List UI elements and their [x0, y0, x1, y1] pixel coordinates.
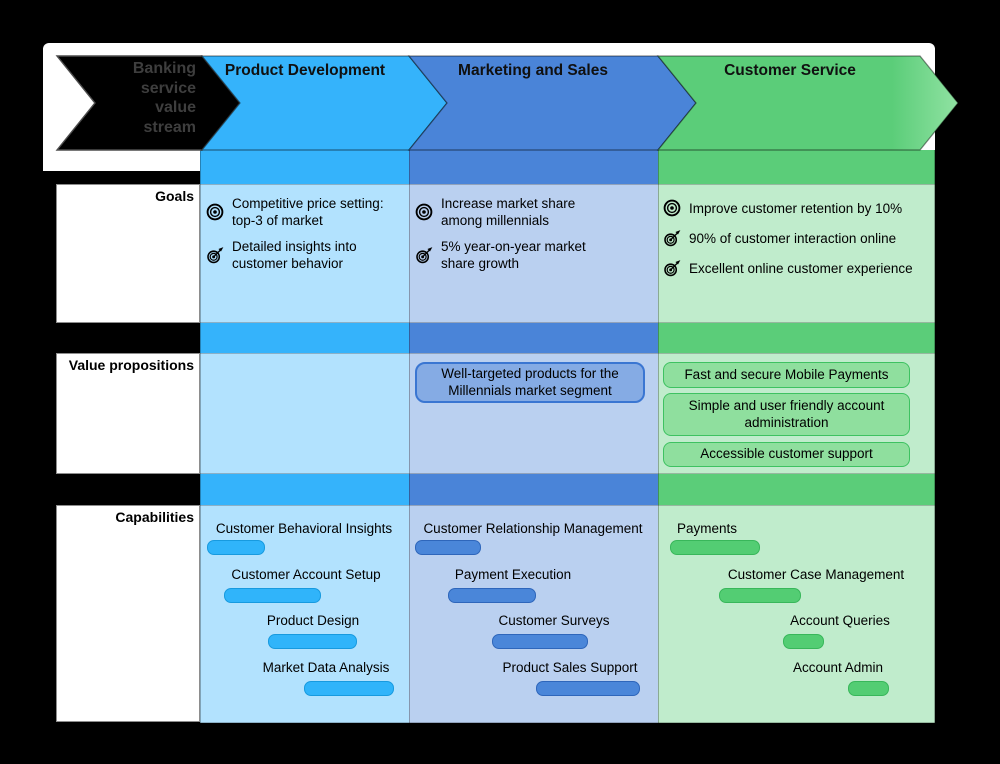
dart-target-icon: [207, 247, 224, 264]
goal-text: Competitive price setting: top-3 of mark…: [232, 196, 384, 228]
bullseye-target-icon: [663, 199, 681, 217]
capability-bar: [207, 540, 265, 555]
column-divider: [200, 150, 201, 723]
capability-bar: [670, 540, 760, 555]
goal-item: 90% of customer interaction online: [662, 228, 926, 248]
goal-text: Improve customer retention by 10%: [689, 200, 903, 216]
goal-text: Detailed insights into customer behavior: [232, 239, 357, 271]
goal-item: Detailed insights into customer behavior: [205, 238, 390, 272]
capability-bar: [304, 681, 394, 696]
goal-item: Increase market share among millennials: [414, 195, 619, 229]
goal-item: Excellent online customer experience: [662, 258, 926, 278]
dart-target-icon: [664, 230, 681, 247]
goals-list-marketing-and-sales: Increase market share among millennials …: [414, 195, 619, 272]
goal-text: 5% year-on-year market share growth: [441, 239, 586, 271]
goal-text: Increase market share among millennials: [441, 196, 576, 228]
value-proposition-box: Fast and secure Mobile Payments: [663, 362, 910, 388]
capability-bar: [783, 634, 824, 649]
goals-list-customer-service: Improve customer retention by 10% 90% of…: [662, 198, 926, 278]
row-label-goals: Goals: [155, 188, 194, 204]
goal-text: 90% of customer interaction online: [689, 230, 897, 246]
row-label-box-goals: Goals: [56, 184, 200, 323]
value-proposition-text: Fast and secure Mobile Payments: [684, 366, 889, 382]
value-proposition-text: Simple and user friendly account adminis…: [688, 397, 885, 430]
column-divider: [934, 150, 935, 723]
capability-label: Payments: [676, 521, 738, 536]
bullseye-target-icon: [415, 203, 433, 221]
capability-label: Market Data Analysis: [262, 660, 390, 675]
capability-label: Product Sales Support: [502, 660, 638, 675]
capability-label: Customer Surveys: [498, 613, 610, 628]
goals-list-product-development: Competitive price setting: top-3 of mark…: [205, 195, 390, 272]
column-divider: [658, 150, 659, 723]
capability-bar: [492, 634, 588, 649]
capability-label: Customer Account Setup: [231, 567, 381, 582]
capability-bar: [448, 588, 536, 603]
bullseye-target-icon: [206, 203, 224, 221]
value-proposition-box: Accessible customer support: [663, 442, 910, 467]
row-label-box-capabilities: Capabilities: [56, 505, 200, 722]
capability-bar: [415, 540, 481, 555]
goal-item: 5% year-on-year market share growth: [414, 238, 619, 272]
row-strip-goals: [200, 184, 935, 323]
capability-label: Customer Case Management: [727, 567, 905, 582]
capability-bar: [719, 588, 801, 603]
value-proposition-text: Accessible customer support: [700, 446, 873, 462]
capability-label: Payment Execution: [454, 567, 572, 582]
goal-text: Excellent online customer experience: [689, 260, 913, 276]
row-label-value-propositions: Value propositions: [68, 357, 194, 373]
column-divider: [409, 150, 410, 723]
dart-target-icon: [416, 247, 433, 264]
capability-bar: [268, 634, 357, 649]
capability-label: Account Queries: [790, 613, 890, 628]
capability-label: Customer Relationship Management: [423, 521, 643, 536]
goal-item: Competitive price setting: top-3 of mark…: [205, 195, 390, 229]
value-proposition-box: Simple and user friendly account adminis…: [663, 393, 910, 436]
value-proposition-text: Well-targeted products for the Millennia…: [441, 365, 619, 398]
row-label-capabilities: Capabilities: [115, 509, 194, 525]
capability-bar: [224, 588, 321, 603]
capability-bar: [848, 681, 889, 696]
capability-label: Customer Behavioral Insights: [215, 521, 393, 536]
capability-label: Product Design: [266, 613, 360, 628]
dart-target-icon: [664, 260, 681, 277]
row-label-box-value-propositions: Value propositions: [56, 353, 200, 474]
diagram-canvas: Goals Value propositions Capabilities: [43, 43, 935, 723]
capability-label: Account Admin: [792, 660, 884, 675]
capability-bar: [536, 681, 640, 696]
goal-item: Improve customer retention by 10%: [662, 198, 926, 218]
value-proposition-box: Well-targeted products for the Millennia…: [415, 362, 645, 403]
